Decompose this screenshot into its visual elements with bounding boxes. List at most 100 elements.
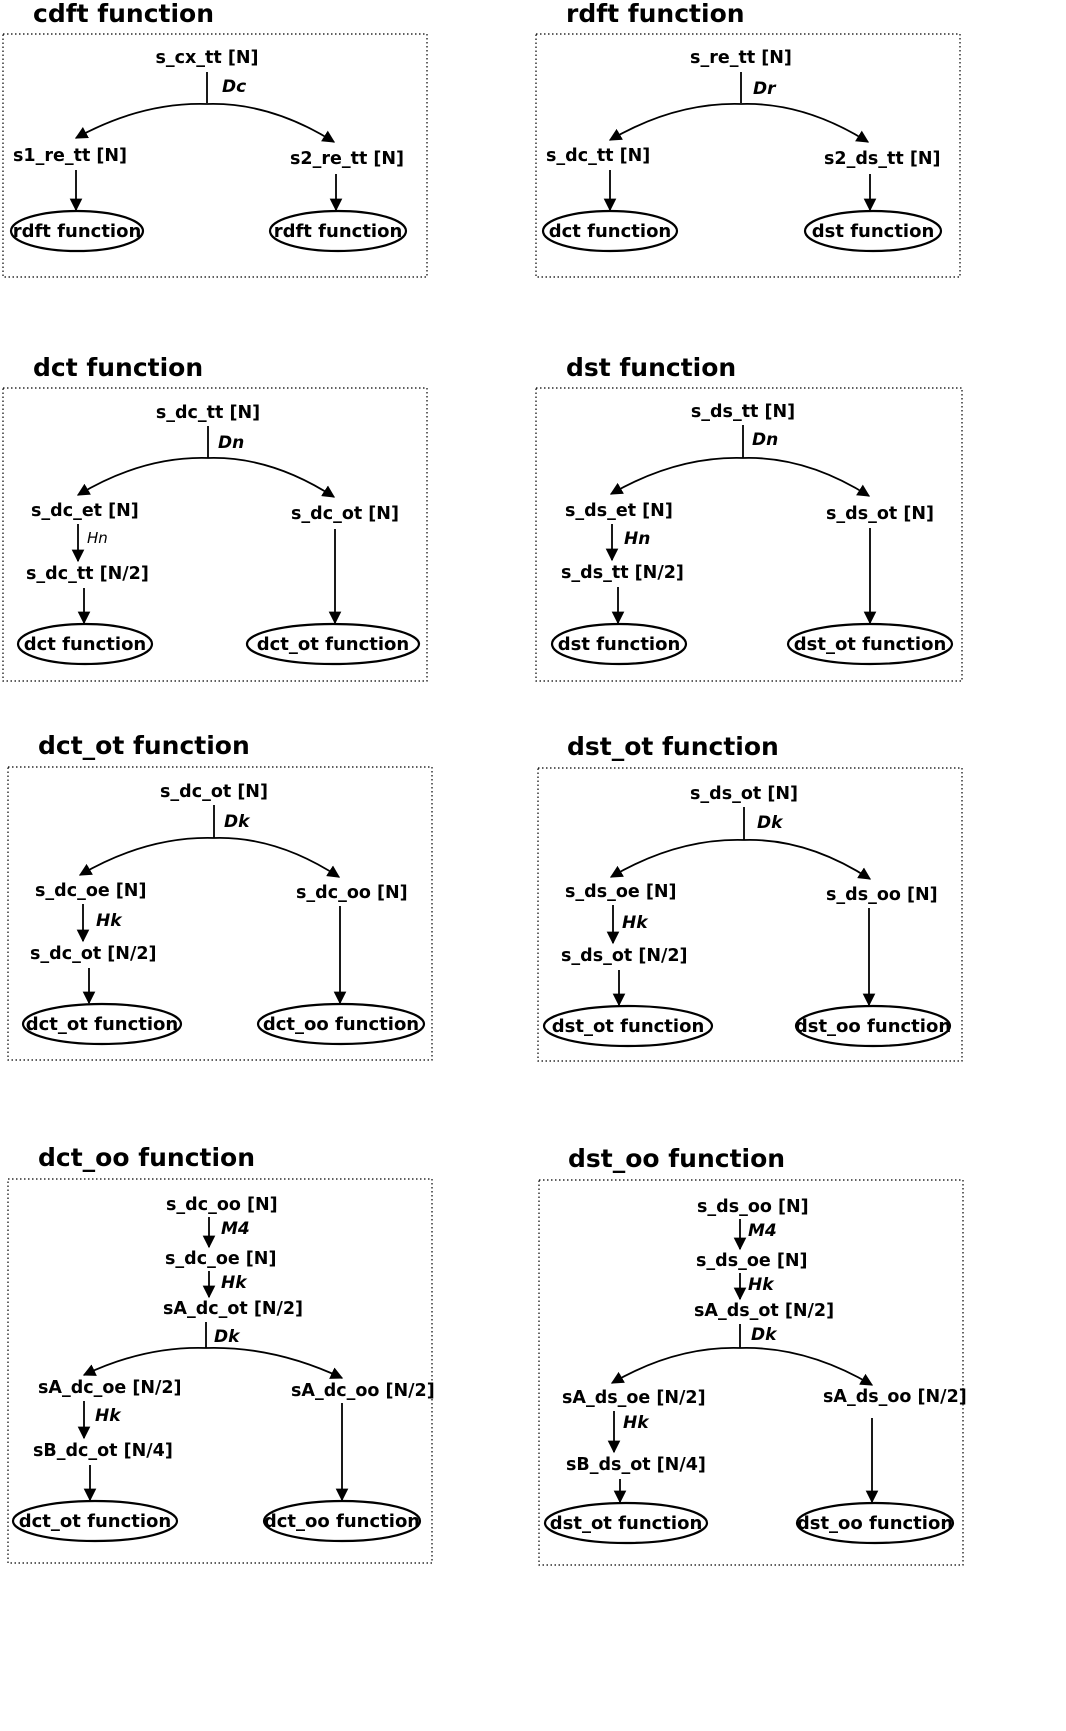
operator-label: Hk: [748, 1275, 775, 1295]
function-ellipse: [21, 1002, 183, 1046]
split-operator-label: Dk: [757, 813, 784, 833]
panel-frame: [538, 1179, 964, 1566]
left-function-node: dct_ot function: [11, 1499, 179, 1543]
left-branch-node-label: s_dc_tt [N]: [546, 146, 650, 166]
right-branch-node-label: s2_re_tt [N]: [290, 149, 404, 169]
operator-label: Hk: [623, 1413, 650, 1433]
left-function-node: dct function: [16, 622, 154, 666]
operator-label: Hn: [87, 529, 108, 547]
function-label: dst function: [558, 634, 681, 655]
right-branch-node-label: sA_ds_oo [N/2]: [823, 1387, 967, 1407]
right-function-node: dct_oo function: [256, 1002, 426, 1046]
left-branch-node-label: s_ds_oe [N]: [565, 882, 677, 902]
split-operator-label: Dc: [222, 77, 246, 97]
function-label: dst_ot function: [552, 1016, 705, 1037]
left-branch-node-label: s_ds_tt [N/2]: [561, 563, 684, 583]
operator-label: M4: [221, 1219, 250, 1239]
function-label: dct_oo function: [264, 1511, 420, 1532]
operator-label: Hk: [221, 1273, 248, 1293]
function-label: dct_ot function: [26, 1014, 178, 1035]
function-label: dct_ot function: [19, 1511, 171, 1532]
split-arc-left: [76, 457, 209, 496]
left-branch-node-label: s1_re_tt [N]: [13, 146, 127, 166]
function-ellipse: [795, 1501, 955, 1545]
split-arc-left: [82, 1346, 207, 1376]
function-label: dct function: [549, 221, 672, 242]
panel-title: cdft function: [33, 0, 214, 28]
left-branch-node-label: s_ds_ot [N/2]: [561, 946, 688, 966]
left-function-node: dst function: [550, 622, 688, 666]
left-branch-node-label: s_dc_ot [N/2]: [30, 944, 157, 964]
split-arc-right: [205, 1347, 344, 1379]
split-arc-right: [206, 103, 336, 143]
panel-frame: [535, 387, 963, 682]
split-arc-right: [213, 837, 341, 878]
root-node-label: s_re_tt [N]: [690, 48, 792, 68]
chain-node-label: s_ds_oo [N]: [697, 1197, 809, 1217]
split-arc-right: [743, 839, 872, 880]
function-ellipse: [803, 209, 943, 253]
operator-label: Hk: [96, 911, 123, 931]
right-function-node: dst_oo function: [795, 1501, 955, 1545]
function-label: dst function: [812, 221, 935, 242]
panel-frame: [2, 33, 428, 278]
split-arc-right: [739, 1347, 874, 1386]
function-ellipse: [11, 1499, 179, 1543]
function-label: rdft function: [13, 221, 142, 242]
panel-frame: [535, 33, 961, 278]
left-function-node: dct function: [541, 209, 679, 253]
function-ellipse: [262, 1499, 422, 1543]
split-arc-left: [609, 839, 745, 878]
split-operator-label: Dn: [752, 430, 778, 450]
function-label: dct_ot function: [257, 634, 409, 655]
right-function-node: dct_ot function: [245, 622, 421, 666]
left-function-node: dct_ot function: [21, 1002, 183, 1046]
right-function-node: dct_oo function: [262, 1499, 422, 1543]
panel-frame: [537, 767, 963, 1062]
root-node-label: s_dc_ot [N]: [160, 782, 268, 802]
panel-title: dct_oo function: [38, 1143, 255, 1172]
panel-cdft: cdft function s_cx_tt [N] Dc s1_re_tt [N] s2…: [2, 0, 428, 278]
right-branch-node-label: s_dc_ot [N]: [291, 504, 399, 524]
function-ellipse: [16, 622, 154, 666]
left-branch-node-label: s_dc_et [N]: [31, 501, 139, 521]
panel-frame: [7, 766, 433, 1061]
root-node-label: s_dc_tt [N]: [156, 403, 260, 423]
chain-node-label: sA_ds_ot [N/2]: [694, 1301, 834, 1321]
root-node-label: s_cx_tt [N]: [155, 48, 258, 68]
function-label: dst_ot function: [794, 634, 947, 655]
right-function-node: dst function: [803, 209, 943, 253]
split-arc-left: [608, 103, 742, 141]
right-function-node: dst_oo function: [794, 1004, 952, 1048]
left-function-node: rdft function: [9, 209, 145, 253]
panel-title: dct_ot function: [38, 731, 250, 760]
function-ellipse: [256, 1002, 426, 1046]
left-branch-node-label: sB_ds_ot [N/4]: [566, 1455, 706, 1475]
right-function-node: rdft function: [268, 209, 408, 253]
chain-node-label: s_ds_oe [N]: [696, 1251, 808, 1271]
panel-frame: [2, 387, 428, 682]
function-ellipse: [786, 622, 954, 666]
panel-title: rdft function: [566, 0, 745, 28]
split-operator-label: Dr: [753, 79, 777, 99]
right-branch-node-label: s_ds_ot [N]: [826, 504, 934, 524]
right-branch-node-label: sA_dc_oo [N/2]: [291, 1381, 435, 1401]
function-label: dst_oo function: [797, 1513, 953, 1534]
root-node-label: s_ds_tt [N]: [691, 402, 795, 422]
function-label: dct_oo function: [263, 1014, 419, 1035]
panel-frame: [7, 1178, 433, 1564]
operator-label: Hk: [95, 1406, 122, 1426]
split-arc-left: [610, 1347, 741, 1384]
panel-dst-oo: dst_oo function s_ds_oo [N] s_ds_oe [N] sA_…: [538, 1144, 967, 1566]
function-label: dst_oo function: [795, 1016, 951, 1037]
panel-title: dst_oo function: [568, 1144, 785, 1173]
function-ellipse: [550, 622, 688, 666]
function-ellipse: [794, 1004, 952, 1048]
function-label: rdft function: [274, 221, 403, 242]
